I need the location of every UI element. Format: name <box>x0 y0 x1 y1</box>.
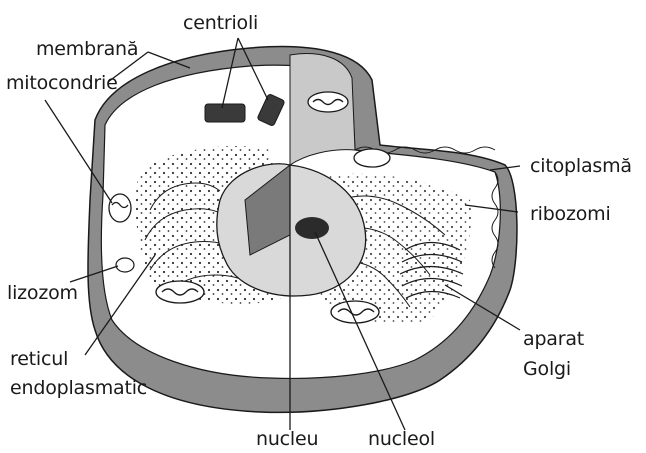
label-citoplasma: citoplasmă <box>530 155 632 177</box>
label-mitocondrie: mitocondrie <box>6 72 118 94</box>
nucleolus-shape <box>295 217 329 239</box>
label-nucleol: nucleol <box>368 428 435 450</box>
label-reticul: reticul <box>10 348 68 370</box>
label-nucleu: nucleu <box>256 428 318 450</box>
label-ribozomi: ribozomi <box>530 203 611 225</box>
label-membrana: membrană <box>36 38 138 60</box>
label-aparat: aparat <box>523 328 584 350</box>
label-lizozom: lizozom <box>7 282 78 304</box>
lizozom-shape <box>116 258 134 272</box>
label-centrioli: centrioli <box>183 12 258 34</box>
label-golgi: Golgi <box>523 358 571 380</box>
label-endoplasmatic: endoplasmatic <box>10 377 147 399</box>
